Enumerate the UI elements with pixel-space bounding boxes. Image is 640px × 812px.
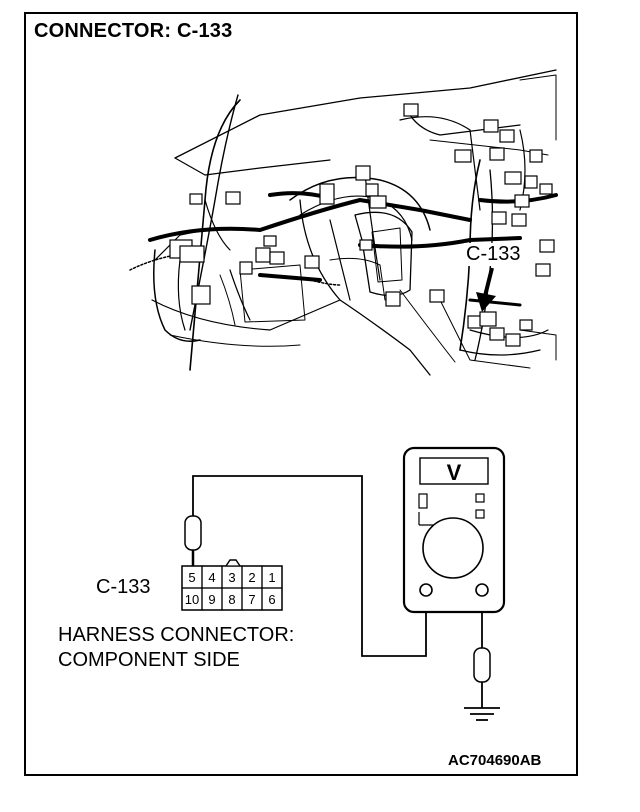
callout-arrow [476, 292, 496, 312]
pin-number: 9 [208, 592, 215, 607]
steering-wheel-hub [354, 211, 413, 297]
pin-number: 4 [208, 570, 215, 585]
pin-cell [261, 587, 283, 611]
multimeter [402, 446, 506, 614]
diagram-frame [24, 12, 578, 776]
pin-number: 5 [188, 570, 195, 585]
pin-number: 10 [185, 592, 199, 607]
figure-code: AC704690AB [448, 752, 542, 769]
pin-number: 3 [228, 570, 235, 585]
harness-label-line2: COMPONENT SIDE [58, 649, 240, 671]
ground-symbol [464, 707, 500, 721]
connector-label: C-133 [96, 576, 151, 598]
pin-number: 1 [268, 570, 275, 585]
ground-probe [473, 647, 491, 708]
pin-number: 2 [248, 570, 255, 585]
harness-label-line1: HARNESS CONNECTOR: [58, 624, 295, 646]
dash-top-edge [174, 69, 557, 159]
diagram-title: CONNECTOR: C-133 [34, 20, 233, 42]
pin-number: 6 [268, 592, 275, 607]
pin-number: 7 [248, 592, 255, 607]
pin-number: 8 [228, 592, 235, 607]
callout-label-c133: C-133 [464, 243, 523, 266]
meter-unit-label: V [447, 460, 462, 485]
